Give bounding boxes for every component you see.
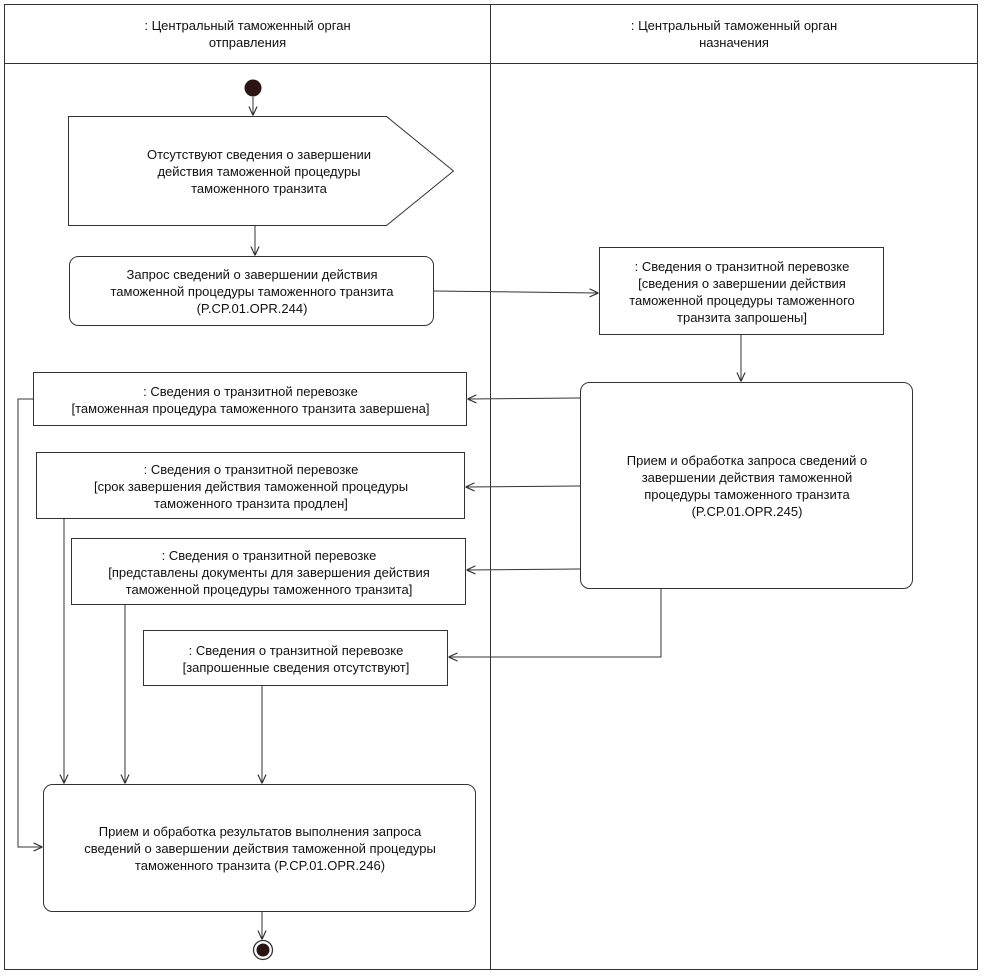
signal-label: Отсутствуют сведения о завершении действ… xyxy=(146,146,372,196)
request-action-label: Запрос сведений о завершении действия та… xyxy=(110,267,394,316)
object-completed-label: : Сведения о транзитной перевозке [тамож… xyxy=(71,383,430,416)
flow-completed-to-result xyxy=(17,398,42,847)
signal-shape xyxy=(68,116,455,226)
object-extended-shape xyxy=(36,452,465,519)
object-documents-shape xyxy=(71,538,466,605)
object-absent-shape xyxy=(143,630,448,686)
flow-process-to-completed xyxy=(468,398,581,399)
lane-header-destination: : Центральный таможенный орган назначени… xyxy=(630,18,838,50)
process-action-label: Прием и обработка запроса сведений о зав… xyxy=(626,453,868,519)
object-extended-label: : Сведения о транзитной перевозке [срок … xyxy=(93,461,409,511)
object-completed-shape xyxy=(33,372,467,426)
process-action-shape xyxy=(580,382,913,589)
object-documents-label: : Сведения о транзитной перевозке [предс… xyxy=(108,547,430,597)
flow-process-to-extended xyxy=(466,486,581,487)
lane-header-departure: : Центральный таможенный орган отправлен… xyxy=(144,18,351,50)
object-absent-label: : Сведения о транзитной перевозке [запро… xyxy=(182,642,410,675)
object-requested-label: : Сведения о транзитной перевозке [сведе… xyxy=(629,258,855,325)
request-action-shape xyxy=(69,256,434,326)
result-action-label: Прием и обработка результатов выполнения… xyxy=(84,824,436,873)
initial-node xyxy=(244,79,262,97)
swimlane-frame xyxy=(4,4,978,970)
object-requested-shape xyxy=(599,247,884,335)
final-node xyxy=(252,939,274,961)
flow-process-to-absent xyxy=(449,589,662,657)
result-action-shape xyxy=(43,784,476,912)
flow-request-to-object xyxy=(433,291,598,293)
flow-process-to-documents xyxy=(467,569,581,570)
